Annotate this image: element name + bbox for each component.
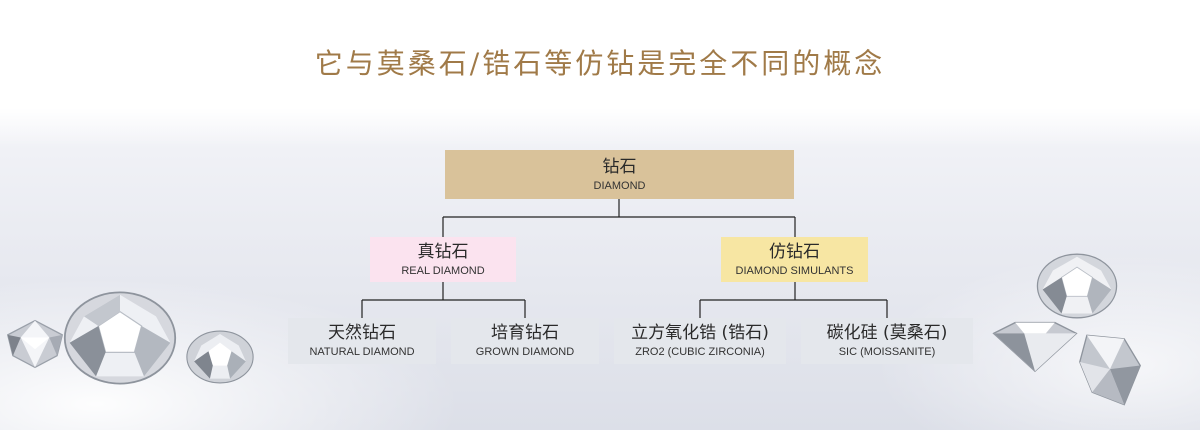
node-cubic-zirconia-cn: 立方氧化锆 (锆石): [631, 323, 769, 343]
node-moissanite: 碳化硅 (莫桑石) SIC (MOISSANITE): [801, 318, 973, 364]
node-diamond-en: DIAMOND: [593, 179, 646, 192]
node-diamond-cn: 钻石: [602, 156, 637, 177]
node-natural-diamond-en: NATURAL DIAMOND: [309, 346, 415, 358]
node-cubic-zirconia-en: ZRO2 (CUBIC ZIRCONIA): [635, 346, 765, 358]
node-diamond-simulants-cn: 仿钻石: [769, 241, 820, 262]
diamond-gem-icon: [63, 291, 177, 385]
node-diamond-simulants: 仿钻石 DIAMOND SIMULANTS: [721, 237, 868, 282]
diamond-gem-icon: [186, 330, 254, 384]
node-real-diamond: 真钻石 REAL DIAMOND: [370, 237, 516, 282]
node-grown-diamond: 培育钻石 GROWN DIAMOND: [451, 318, 599, 364]
node-natural-diamond: 天然钻石 NATURAL DIAMOND: [288, 318, 436, 364]
node-diamond: 钻石 DIAMOND: [445, 150, 794, 199]
diamond-gem-icon: [6, 319, 64, 369]
node-cubic-zirconia: 立方氧化锆 (锆石) ZRO2 (CUBIC ZIRCONIA): [614, 318, 786, 364]
diamond-gem-icon: [1036, 253, 1118, 319]
diamond-gem-icon: [992, 321, 1078, 373]
backdrop-fade: [0, 108, 1200, 148]
node-moissanite-en: SIC (MOISSANITE): [838, 346, 936, 358]
node-real-diamond-cn: 真钻石: [417, 241, 469, 262]
node-grown-diamond-en: GROWN DIAMOND: [475, 346, 575, 358]
node-diamond-simulants-en: DIAMOND SIMULANTS: [735, 264, 854, 277]
page-title: 它与莫桑石/锆石等仿钻是完全不同的概念: [314, 47, 886, 80]
node-moissanite-cn: 碳化硅 (莫桑石): [826, 323, 948, 343]
node-real-diamond-en: REAL DIAMOND: [401, 264, 485, 277]
node-grown-diamond-cn: 培育钻石: [491, 323, 559, 343]
diamond-gem-icon: [1079, 334, 1141, 406]
node-natural-diamond-cn: 天然钻石: [328, 323, 396, 343]
